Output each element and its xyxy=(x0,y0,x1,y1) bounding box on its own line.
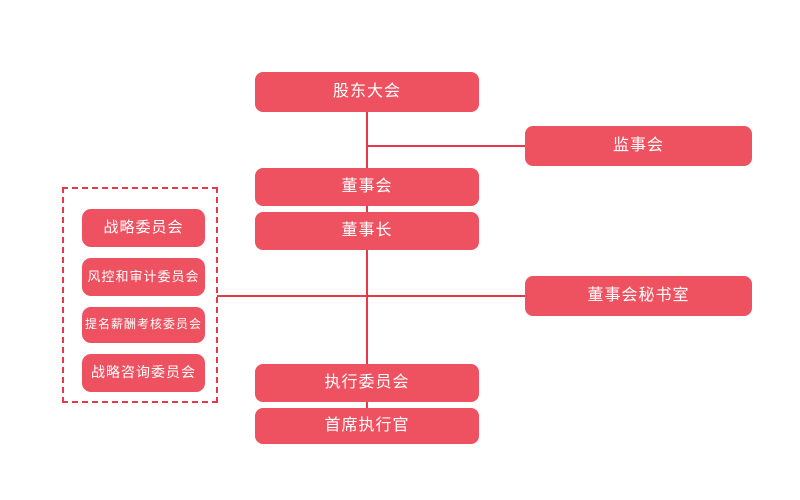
node-committee-nomination-remuneration[interactable]: 提名薪酬考核委员会 xyxy=(82,307,205,343)
connector-executive-to-ceo xyxy=(366,402,368,408)
node-chief-executive-officer[interactable]: 首席执行官 xyxy=(255,408,479,444)
connector-trunk-to-supervisors xyxy=(366,145,526,147)
committees-group-boundary xyxy=(62,187,218,403)
node-executive-committee[interactable]: 执行委员会 xyxy=(255,364,479,402)
connector-committees-to-trunk xyxy=(217,295,368,297)
node-committee-strategy-consulting[interactable]: 战略咨询委员会 xyxy=(82,354,205,392)
connector-shareholders-to-board xyxy=(366,112,368,170)
node-board-secretary-office[interactable]: 董事会秘书室 xyxy=(525,276,752,316)
node-board-of-supervisors[interactable]: 监事会 xyxy=(525,126,752,166)
node-committee-risk-and-audit[interactable]: 风控和审计委员会 xyxy=(82,258,205,296)
connector-board-to-chairman xyxy=(366,206,368,212)
node-shareholders-meeting[interactable]: 股东大会 xyxy=(255,72,479,112)
connector-trunk-to-secretary-office xyxy=(366,295,526,297)
node-committee-strategy[interactable]: 战略委员会 xyxy=(82,209,205,247)
node-board-of-directors[interactable]: 董事会 xyxy=(255,168,479,206)
node-chairman[interactable]: 董事长 xyxy=(255,212,479,250)
connector-chairman-to-executive xyxy=(366,250,368,364)
